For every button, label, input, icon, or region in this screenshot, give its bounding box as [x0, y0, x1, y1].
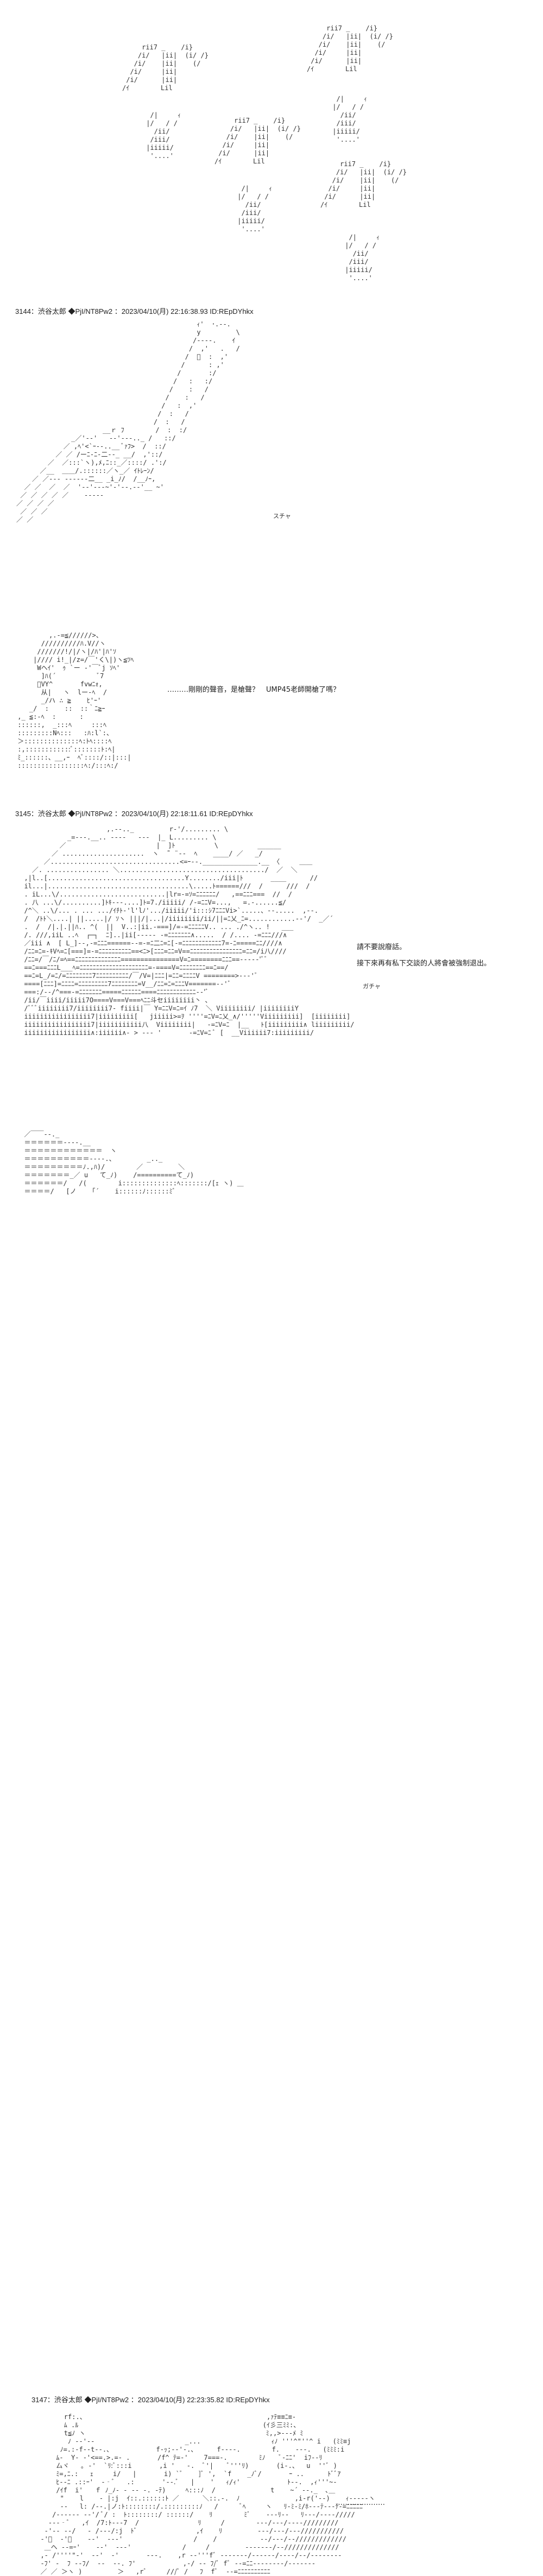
sfx-gacha: ガチャ [363, 983, 381, 990]
ascii-art-gesture-4: /| ｨ |/ / / /ii/ /iii/ |iiiii/ '....' [146, 111, 181, 160]
ascii-art-gesture-2: rii7 _ /i} /i/ |ii| (i/ /} /i/ |ii| (/ /… [307, 24, 393, 73]
dialogue-3144: ………剛剛的聲音，是槍聲？ UMP45老師開槍了嗎？ [167, 686, 340, 694]
ascii-art-gesture-6: /| ｨ |/ / / /ii/ /iii/ |iiiii/ '....' [237, 185, 273, 233]
dialogue-3145-line-1: 請不要說廢話。 [357, 943, 407, 951]
ascii-art-gesture-5: rii7 _ /i} /i/ |ii| (i/ /} /i/ |ii| (/ /… [214, 117, 301, 165]
ascii-art-gesture-3: /| ｨ |/ / / /ii/ /iii/ |iiiii/ '....' [332, 95, 368, 143]
ascii-art-gesture-8: /| ｨ |/ / / /ii/ /iii/ |iiiii/ '....' [345, 233, 380, 282]
ascii-art-door-hand: ／￣￣‐‐._ ＝＝＝＝＝＝‐‐‐‐.__ ＝＝＝＝＝＝＝＝＝＝＝＝ ヽ ＝＝＝… [24, 1131, 385, 2575]
ascii-art-gun-pointed: ,.‐‐.._ r‐'/......... \ _=‐‐‐.__.. ‐‐‐‐ … [24, 825, 355, 1037]
ascii-art-character-worried: ,.-=≦//////>、 //////////ﾊ.V//ヽ ///////!/… [17, 632, 134, 769]
post-header-3145: 3145：渋谷太郎 ◆PjI/NT8Pw2 ：2023/04/10(月) 22:… [15, 810, 253, 818]
post-header-3147: 3147：渋谷太郎 ◆PjI/NT8Pw2 ：2023/04/10(月) 22:… [31, 2396, 270, 2404]
ascii-art-arm-gun: ｨ' ･.‐‐. y \ /‐‐‐‐. ｲ / ,' . / [16, 320, 240, 523]
post-header-3144: 3144：渋谷太郎 ◆PjI/NT8Pw2 ：2023/04/10(月) 22:… [15, 307, 254, 315]
ascii-art-gesture-7: rii7 _ /i} /i/ |ii| (i/ /} /i/ |ii| (/ /… [320, 160, 407, 209]
sfx-sucha: スチャ [273, 513, 291, 520]
ascii-art-three-characters: rf:.、 ,ｧﾃ≡≡ﾆ≡- ﾑ .ﾙ (ｲ彡三ﾐﾐ:、 t≦ﾉ ヽ ﾐ,,>‐… [40, 2413, 375, 2575]
ascii-art-gesture-1: rii7 _ /i} /i/ |ii| (i/ /} /i/ |ii| (/ /… [122, 43, 209, 92]
dialogue-3147: ………………… [336, 2499, 385, 2507]
dialogue-3145-line-2: 接下來再有私下交談的人將會被強制退出。 [357, 959, 491, 968]
